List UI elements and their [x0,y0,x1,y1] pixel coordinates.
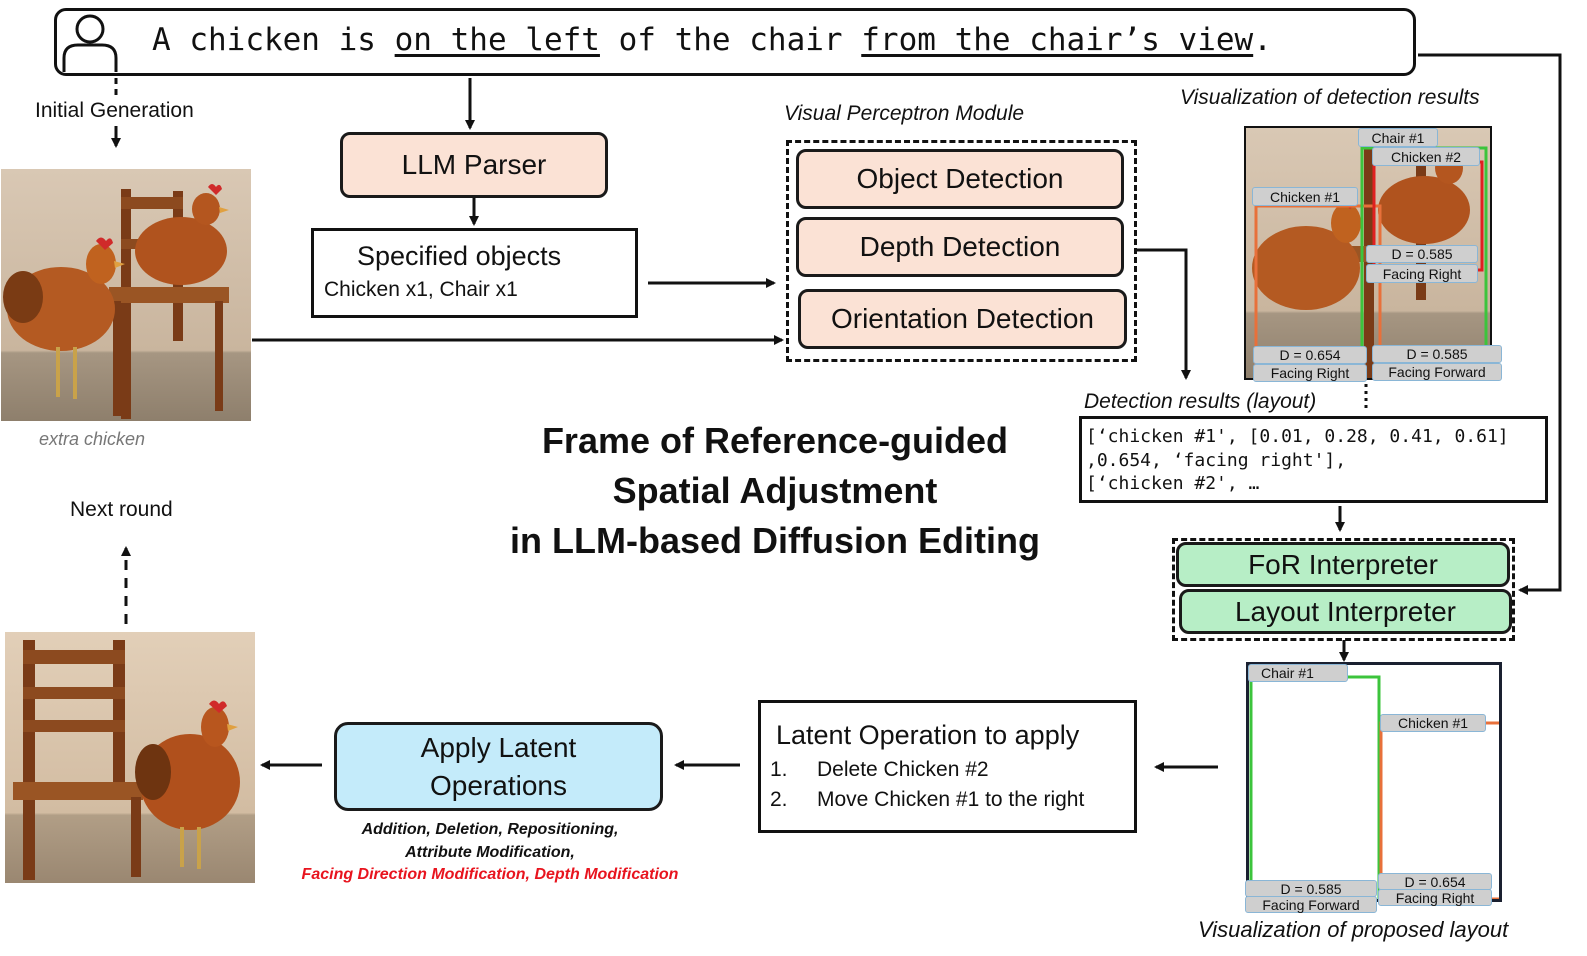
interpreter-frame [1172,538,1515,641]
latent-operation-number-1: 1. [770,758,788,781]
figure-title-line-3: in LLM-based Diffusion Editing [510,520,1040,561]
detection-code-line-2: ,0.654, ‘facing right'], [1086,450,1347,471]
object-detection-box: Object Detection [796,149,1124,209]
for-interpreter-box: FoR Interpreter [1176,542,1510,587]
detection-code-line-1: [‘chicken #1', [0.01, 0.28, 0.41, 0.61] [1086,426,1509,447]
latent-operation-item-2: Move Chicken #1 to the right [817,788,1085,811]
latent-operation-number-2: 2. [770,788,788,811]
prompt-box [54,8,1416,76]
proposed-chair-tag: Chair #1 [1248,664,1348,682]
chicken-beside-chair-image [5,632,255,883]
figure-title-line-2: Spatial Adjustment [612,470,938,511]
for-interpreter-label: FoR Interpreter [1248,548,1438,580]
initial-generation-label: Initial Generation [35,99,194,122]
operations-caption-line-3: Facing Direction Modification, Depth Mod… [301,866,679,883]
prompt-text: A chicken is on the left of the chair fr… [152,22,1272,58]
llm-parser-box: LLM Parser [340,132,608,198]
orientation-detection-box: Orientation Detection [798,289,1127,349]
detection-results-label: Detection results (layout) [1084,390,1317,413]
detection-chicken1-facing: Facing Right [1253,364,1367,382]
specified-objects-box [311,228,638,318]
figure-title-line-1: Frame of Reference-guided [541,420,1009,461]
detection-results-box [1079,416,1548,503]
proposed-chair-depth: D = 0.585 [1245,880,1377,897]
extra-chicken-caption: extra chicken [39,429,146,449]
detection-chair-depth: D = 0.585 [1372,345,1502,363]
prompt-part: of the chair [599,22,862,58]
proposed-layout-image [1246,662,1502,902]
chicken-on-chair-image [1,169,251,421]
proposed-chicken-facing: Facing Right [1378,889,1492,906]
apply-latent-box: Apply Latent Operations [334,722,663,811]
object-detection-label: Object Detection [856,163,1064,194]
proposed-chicken-tag: Chicken #1 [1380,714,1486,732]
specified-objects-list: Chicken x1, Chair x1 [324,278,518,301]
proposed-chair-facing: Facing Forward [1245,896,1377,913]
prompt-underlined-perspective: from the chair’s view [861,22,1254,58]
user-icon [58,12,122,74]
latent-operation-item-1: Delete Chicken #2 [817,758,989,781]
layout-interpreter-box: Layout Interpreter [1179,589,1512,634]
proposed-chicken-depth: D = 0.654 [1378,873,1492,890]
operations-caption-line-1: Addition, Deletion, Repositioning, [361,821,619,838]
prompt-part: A chicken is [152,22,395,58]
depth-detection-box: Depth Detection [796,217,1124,277]
prompt-part: . [1253,22,1272,58]
orientation-detection-label: Orientation Detection [830,303,1095,334]
prompt-underlined-relation: on the left [394,22,600,58]
apply-latent-line-1: Apply Latent [420,731,577,763]
visual-perceptron-label: Visual Perceptron Module [784,102,1025,125]
visualization-proposed-label: Visualization of proposed layout [1198,917,1509,942]
latent-operation-box [758,700,1137,833]
llm-parser-label: LLM Parser [401,149,547,180]
latent-operation-title: Latent Operation to apply [776,720,1080,750]
operations-caption-line-2: Attribute Modification, [405,844,575,861]
perceptron-module-frame [786,140,1137,362]
visualization-detection-label: Visualization of detection results [1180,86,1480,109]
detection-chicken1-tag: Chicken #1 [1252,187,1358,206]
specified-objects-title: Specified objects [357,241,562,271]
detection-chair-facing: Facing Forward [1372,363,1502,381]
next-round-label: Next round [70,498,173,521]
detection-chicken2-tag: Chicken #2 [1372,147,1480,166]
depth-detection-label: Depth Detection [859,231,1061,262]
detection-code-line-3: [‘chicken #2', … [1086,473,1260,494]
detection-chicken1-depth: D = 0.654 [1253,346,1367,364]
detection-chicken2-depth: D = 0.585 [1366,245,1478,263]
apply-latent-line-2: Operations [430,769,567,801]
layout-interpreter-label: Layout Interpreter [1234,595,1457,627]
detection-chair-tag: Chair #1 [1358,128,1438,147]
detection-chicken2-facing: Facing Right [1366,264,1478,283]
